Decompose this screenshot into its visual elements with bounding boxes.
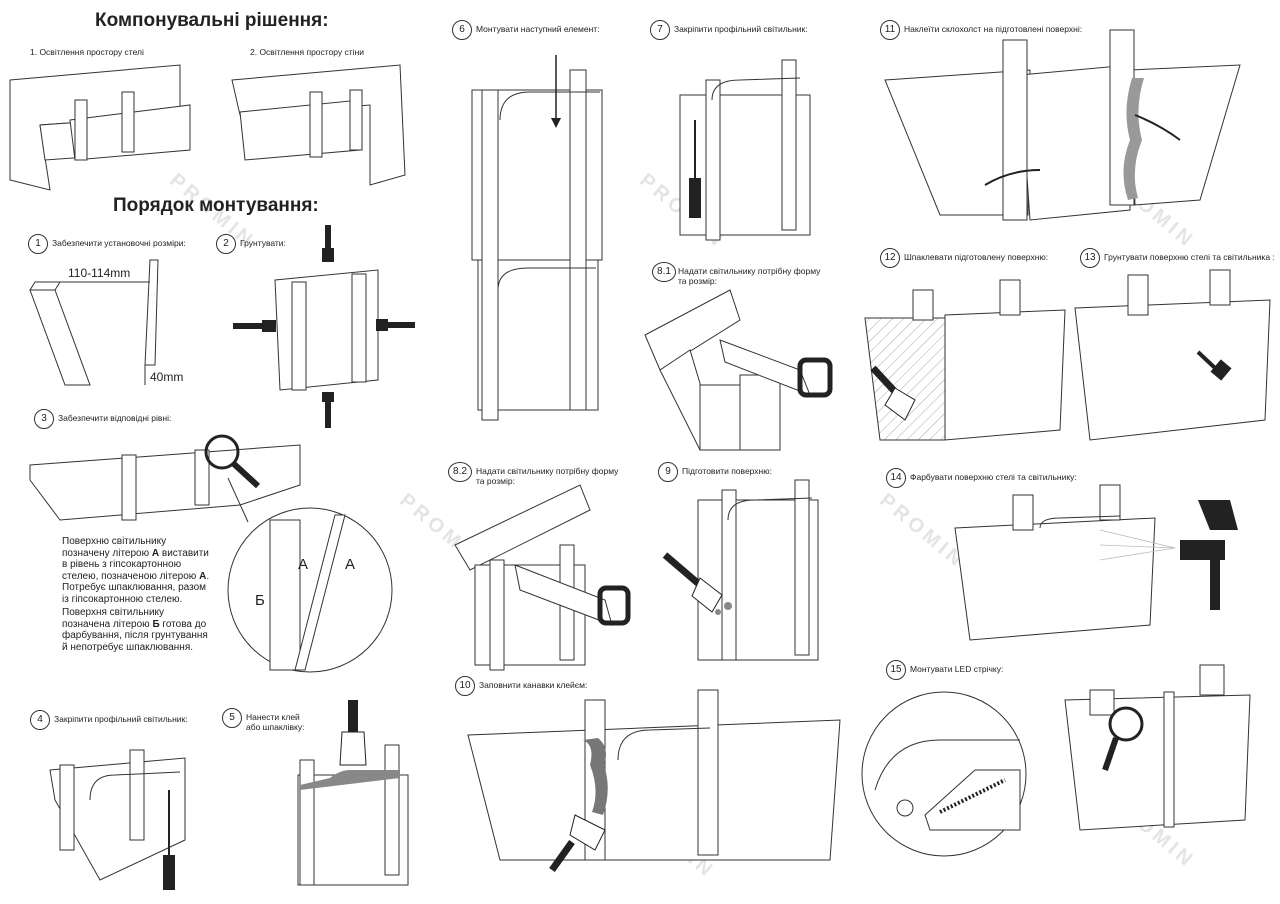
step-text: Надати світильнику потрібну форму та роз…	[678, 266, 821, 286]
step-12-drawing	[864, 279, 1066, 441]
layout-label-1: 1. Освітлення простору стелі	[30, 47, 144, 57]
order-heading: Порядок монтування:	[113, 195, 319, 216]
step-5-drawing	[297, 700, 409, 886]
step-1-drawing	[29, 259, 159, 386]
layout-ceiling-drawing	[9, 64, 191, 191]
step-number: 10	[455, 676, 475, 696]
step-text: Шпаклевати підготовлену поверхню:	[904, 252, 1049, 262]
step-text: Монтувати LED стрічку:	[910, 664, 1004, 674]
step-3-note: Поверхню світильнику позначену літерою А…	[62, 536, 210, 653]
step-text: Забезпечити установочні розміри:	[52, 238, 186, 248]
step-number: 7	[650, 20, 670, 40]
step-text: Монтувати наступний елемент:	[476, 24, 600, 34]
step-3-drawing	[29, 434, 393, 673]
dimension-depth: 40mm	[150, 370, 184, 384]
step-6-drawing	[471, 55, 603, 421]
layout-heading: Компонувальні рішення:	[95, 10, 329, 31]
step-text: Наклеїти склохолст на підготовлені повер…	[904, 24, 1083, 34]
step-number: 15	[886, 660, 906, 680]
step-text: Грунтувати поверхню стелі та світильника…	[1104, 252, 1275, 262]
step-text: Заповнити канавки клейєм:	[479, 680, 588, 690]
step-number: 6	[452, 20, 472, 40]
step-2-drawing	[233, 225, 415, 428]
step-4-drawing	[49, 749, 186, 890]
step-number: 3	[34, 409, 54, 429]
step-number: 2	[216, 234, 236, 254]
layout-wall-drawing	[231, 64, 406, 186]
step-number: 11	[880, 20, 900, 40]
step-10-drawing	[467, 689, 841, 873]
step-number: 1	[28, 234, 48, 254]
step-text: Закріпити профільний світильник:	[54, 714, 188, 724]
detail-letter-a1: А	[298, 556, 309, 573]
step-number: 9	[658, 462, 678, 482]
detail-letter-a2: А	[345, 556, 356, 573]
detail-letter-b: Б	[255, 592, 265, 609]
step-number: 8.1	[652, 262, 676, 282]
step-number: 12	[880, 248, 900, 268]
step-number: 8.2	[448, 462, 472, 482]
step-text: Забезпечити відповідні рівні:	[58, 413, 172, 423]
step-text: Підготовити поверхню:	[682, 466, 772, 476]
step-text: Надати світильнику потрібну форму та роз…	[476, 466, 619, 486]
step-text: Фарбувати поверхню стелі та світильнику:	[910, 472, 1077, 482]
step-7-drawing	[679, 59, 811, 241]
step-15-drawing	[861, 664, 1251, 857]
step-number: 13	[1080, 248, 1100, 268]
dimension-width: 110-114mm	[68, 266, 131, 280]
step-8-1-drawing	[644, 289, 833, 451]
step-13-drawing	[1074, 269, 1271, 441]
step-number: 14	[886, 468, 906, 488]
step-text: Закріпити профільний світильник:	[674, 24, 808, 34]
step-number: 5	[222, 708, 242, 728]
step-number: 4	[30, 710, 50, 730]
step-text: Грунтувати:	[240, 238, 286, 248]
layout-label-2: 2. Освітлення простору стіни	[250, 47, 365, 57]
step-text: Нанести клей або шпаклівку:	[246, 712, 305, 732]
step-11-drawing	[884, 29, 1241, 221]
step-9-drawing	[662, 479, 819, 661]
step-8-2-drawing	[454, 484, 631, 671]
step-14-drawing	[954, 484, 1238, 641]
